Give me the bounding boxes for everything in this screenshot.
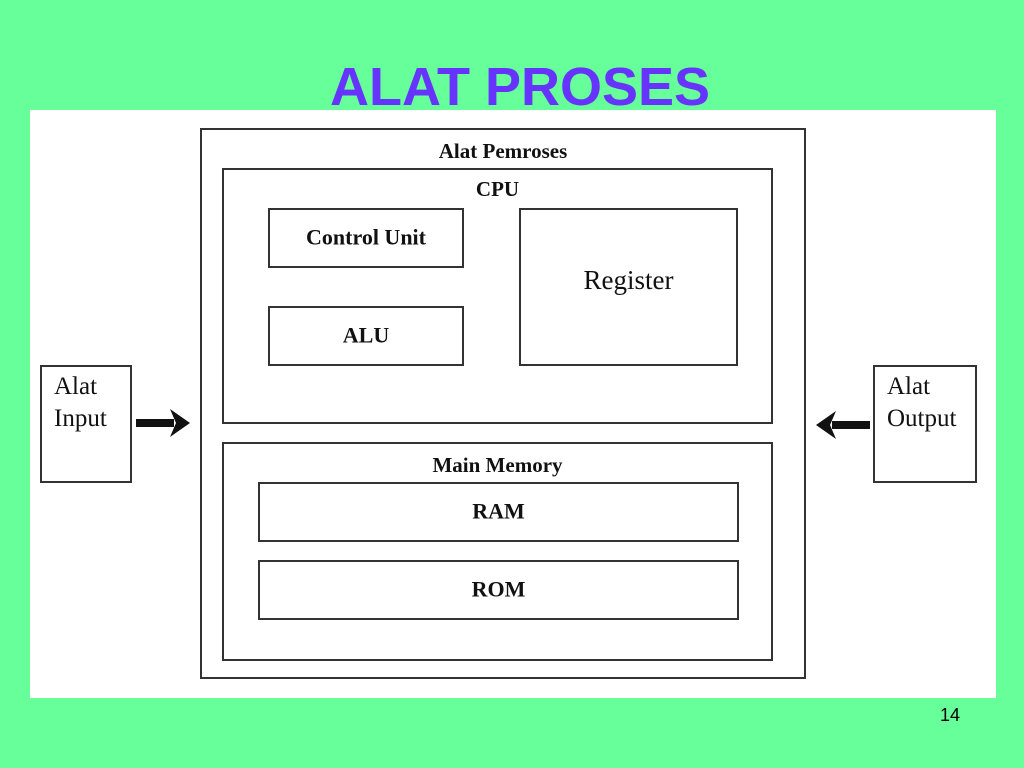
slide-title: ALAT PROSES	[329, 57, 711, 117]
main-memory-box: Main Memory RAM ROM	[222, 442, 773, 661]
register-box: Register	[519, 208, 738, 366]
output-device-label: Alat Output	[887, 371, 956, 435]
page-number: 14	[939, 705, 961, 725]
control-unit-box: Control Unit	[268, 208, 464, 268]
rom-box: ROM	[258, 560, 739, 620]
cpu-box: CPU Control Unit ALU Register	[222, 168, 773, 424]
ram-box: RAM	[258, 482, 739, 542]
input-device-label-line2: Input	[54, 405, 107, 432]
control-unit-label: Control Unit	[306, 224, 426, 250]
output-device-label-line1: Alat	[887, 373, 931, 400]
rom-label: ROM	[471, 576, 526, 602]
output-device-label-line2: Output	[887, 405, 957, 432]
input-arrow-icon	[136, 409, 190, 437]
output-arrow-icon	[816, 411, 870, 439]
main-memory-label: Main Memory	[432, 453, 563, 477]
alu-box: ALU	[268, 306, 464, 366]
processor-box: Alat Pemroses CPU Control Unit ALU Regis…	[200, 128, 806, 679]
diagram-canvas: Alat Input Alat Pemroses CPU Control Uni…	[30, 110, 996, 698]
cpu-label: CPU	[475, 177, 520, 201]
output-device-box: Alat Output	[873, 365, 977, 483]
register-label: Register	[583, 264, 674, 295]
processor-label: Alat Pemroses	[438, 139, 568, 163]
input-device-label: Alat Input	[54, 371, 107, 435]
ram-label: RAM	[472, 498, 525, 524]
input-device-label-line1: Alat	[54, 373, 98, 400]
input-device-box: Alat Input	[40, 365, 132, 483]
alu-label: ALU	[342, 322, 390, 348]
